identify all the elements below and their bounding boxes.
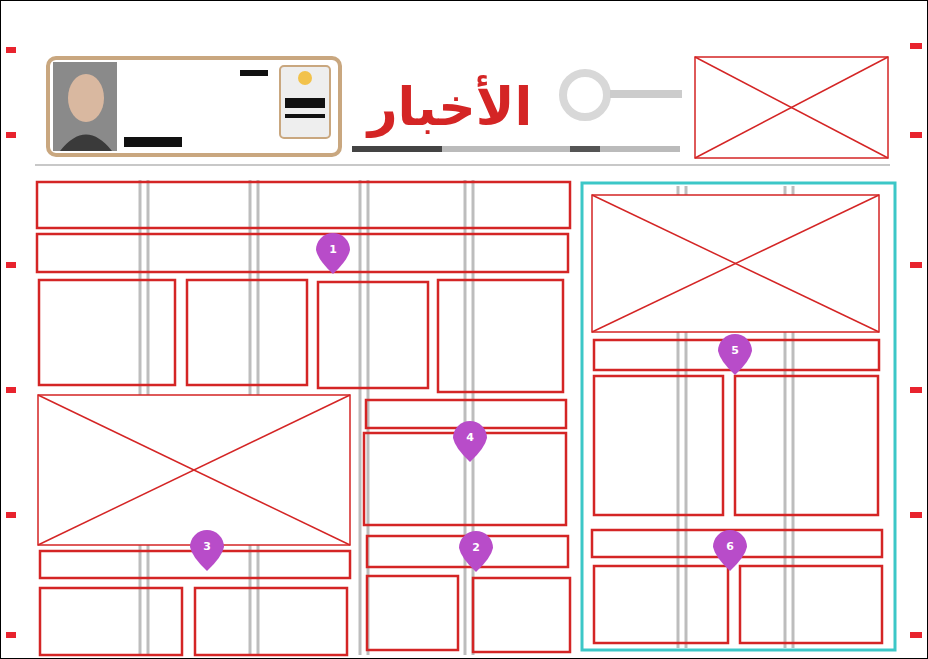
masthead-logo: الأخبار [350, 72, 550, 142]
callout-number: 4 [453, 421, 487, 455]
register-tick [910, 512, 922, 518]
image-placeholder [38, 395, 350, 545]
header-box [48, 58, 340, 155]
masthead-deco [563, 73, 607, 117]
article-box [37, 234, 568, 272]
header-box [240, 70, 268, 76]
register-tick [910, 262, 922, 268]
image-placeholder [592, 195, 879, 332]
register-tick [6, 387, 16, 393]
article-box [594, 566, 728, 643]
header-box [280, 66, 330, 138]
article-box [37, 182, 570, 228]
article-box [594, 376, 723, 515]
image-placeholder [695, 57, 888, 158]
article-box [37, 182, 882, 655]
article-box [40, 588, 182, 655]
callout-number: 3 [190, 530, 224, 564]
header-box [298, 71, 312, 85]
image-placeholder [38, 395, 350, 545]
masthead-deco [570, 146, 600, 152]
header-box [53, 62, 117, 151]
image-placeholder [38, 395, 350, 545]
article-box [367, 576, 458, 650]
callout-number: 5 [718, 334, 752, 368]
header-box [124, 137, 182, 147]
image-placeholder [38, 195, 879, 545]
grid-column-line [464, 180, 467, 655]
callout-marker [190, 530, 224, 571]
callout-marker [190, 233, 752, 572]
register-tick [6, 512, 16, 518]
callout-number: 1 [316, 233, 350, 267]
header-box [60, 135, 112, 152]
image-placeholder [695, 57, 888, 158]
callout-marker [459, 531, 493, 572]
image-placeholder [592, 195, 879, 332]
masthead-deco [352, 146, 442, 152]
article-box [473, 578, 570, 652]
callout-marker [316, 233, 350, 274]
masthead-deco [610, 90, 682, 98]
header-box [68, 74, 104, 122]
register-tick [6, 47, 16, 53]
image-placeholder [695, 57, 888, 158]
header-box [285, 114, 325, 118]
article-box [438, 280, 563, 392]
callout-number: 6 [713, 530, 747, 564]
side-panel [582, 183, 895, 650]
register-tick [6, 262, 16, 268]
image-placeholder [695, 57, 888, 158]
callout-number: 2 [459, 531, 493, 565]
article-box [740, 566, 882, 643]
article-box [39, 280, 175, 385]
grid-column-line [359, 180, 362, 655]
callout-marker [453, 421, 487, 462]
header-box [285, 98, 325, 108]
register-tick [6, 132, 16, 138]
masthead-deco [352, 146, 680, 152]
register-tick [910, 43, 922, 49]
callout-marker [713, 530, 747, 571]
register-tick [910, 132, 922, 138]
register-tick [6, 632, 16, 638]
article-box [318, 282, 428, 388]
header-box [48, 58, 340, 155]
register-tick [910, 387, 922, 393]
image-placeholder [592, 195, 879, 332]
callout-marker [718, 334, 752, 375]
article-box [735, 376, 878, 515]
article-box [195, 588, 347, 655]
article-box [187, 280, 307, 385]
header-rule [35, 164, 890, 166]
register-tick [910, 632, 922, 638]
